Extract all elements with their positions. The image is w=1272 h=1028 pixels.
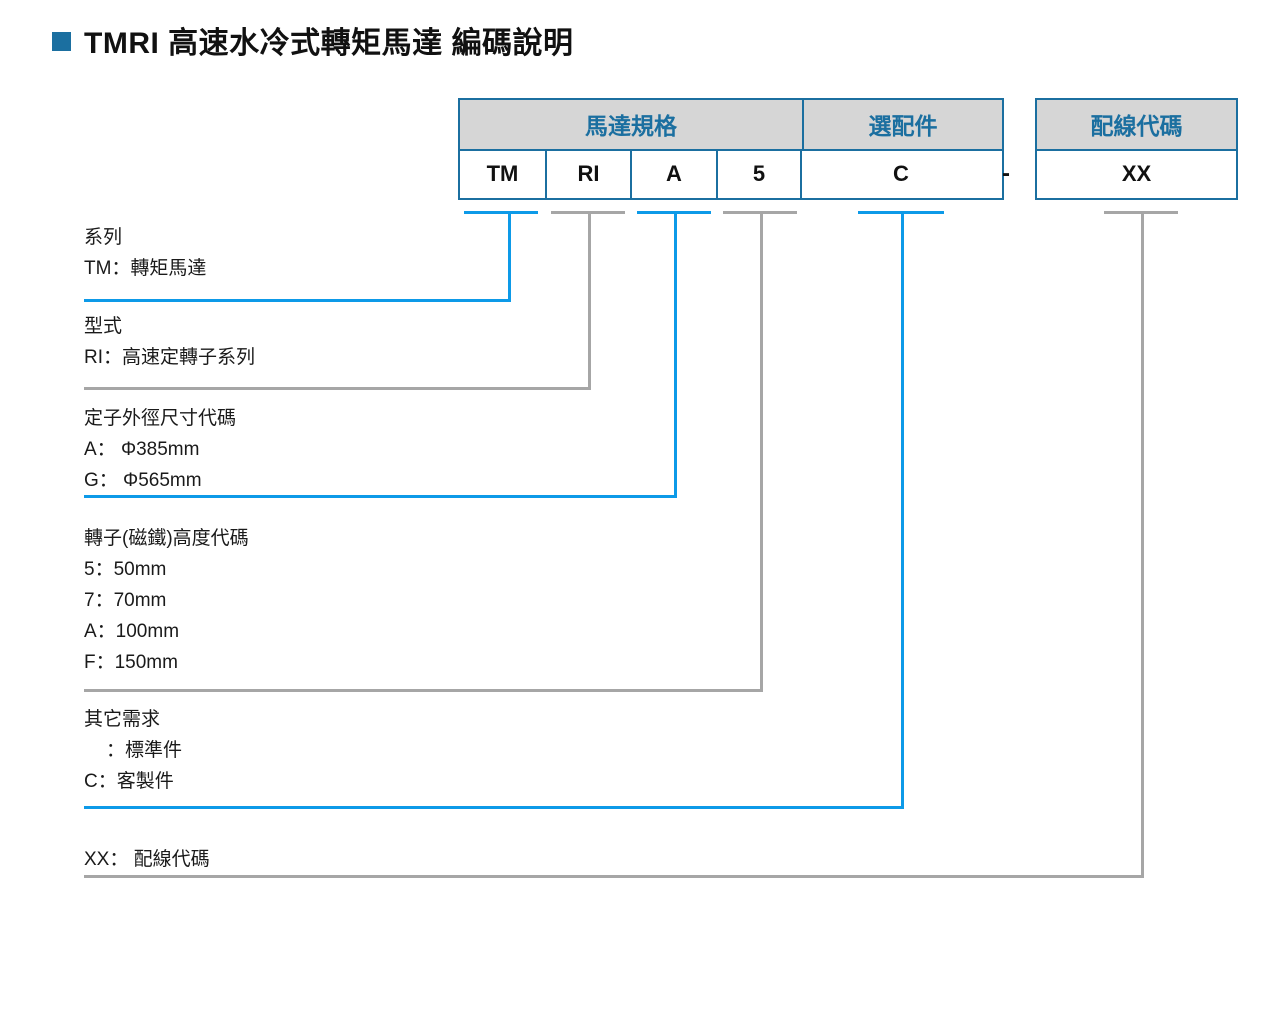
legend-rotor-item-1: 7：70mm [84,590,167,611]
table-body-row: TM RI A 5 C [460,148,1002,198]
legend-other: 其它需求 ：標準件 C：客製件 [84,710,182,791]
cell-series-code[interactable]: TM [460,150,545,198]
legend-series-item-0: TM：轉矩馬達 [84,258,207,279]
legend-rotor-item-3: F：150mm [84,652,178,673]
header-optional-parts: 選配件 [802,100,1002,149]
square-bullet-icon [52,32,71,51]
cell-rotor-code[interactable]: 5 [716,150,800,198]
leader-run-rotor [84,689,763,692]
cell-wiring-code[interactable]: XX [1037,148,1236,198]
legend-rotor-item-0: 5：50mm [84,559,167,580]
leader-run-stator [84,495,677,498]
model-code-table: 馬達規格 選配件 TM RI A 5 C [458,98,1004,200]
leader-run-series [84,299,511,302]
leader-run-option [84,806,904,809]
legend-stator-item-0: A： Φ385mm [84,439,200,460]
leader-drop-wiring [1141,211,1144,877]
wiring-code-table: 配線代碼 XX [1035,98,1238,200]
legend-rotor-item-2: A：100mm [84,621,180,642]
cell-option-code[interactable]: C [800,150,1000,198]
leader-run-wiring [84,875,1144,878]
page-title-text: TMRI 高速水冷式轉矩馬達 編碼說明 [84,27,574,60]
legend-rotor: 轉子(磁鐵)高度代碼 5：50mm 7：70mm A：100mm F：150mm [84,529,249,672]
table-header-row: 馬達規格 選配件 [460,100,1002,149]
cell-type-code[interactable]: RI [545,150,630,198]
legend-series: 系列 TM：轉矩馬達 [84,228,206,278]
code-separator-dash: - [1002,160,1010,187]
legend-wiring-item-0: XX： 配線代碼 [84,849,210,870]
leader-drop-option [901,211,904,808]
leader-run-type [84,387,591,390]
legend-stator: 定子外徑尺寸代碼 A： Φ385mm G： Φ565mm [84,409,236,490]
legend-type-title: 型式 [84,316,123,337]
header-wiring-code: 配線代碼 [1037,100,1236,149]
leader-drop-series [508,211,511,302]
legend-other-item-1: C：客製件 [84,771,174,792]
legend-series-title: 系列 [84,227,123,248]
page-title: TMRI 高速水冷式轉矩馬達 編碼說明 [52,18,574,62]
legend-stator-item-1: G： Φ565mm [84,470,202,491]
legend-stator-title: 定子外徑尺寸代碼 [84,408,237,429]
leader-cap-series [464,211,538,214]
leader-drop-stator [674,211,677,497]
legend-wiring: XX： 配線代碼 [84,850,210,869]
legend-type: 型式 RI：高速定轉子系列 [84,317,255,367]
legend-rotor-title: 轉子(磁鐵)高度代碼 [84,528,249,549]
header-motor-spec: 馬達規格 [460,100,802,149]
legend-type-item-0: RI：高速定轉子系列 [84,347,256,368]
legend-other-title: 其它需求 [84,709,161,730]
leader-drop-rotor [760,211,763,691]
cell-stator-code[interactable]: A [630,150,716,198]
legend-other-item-0: ：標準件 [106,740,183,761]
leader-drop-type [588,211,591,389]
